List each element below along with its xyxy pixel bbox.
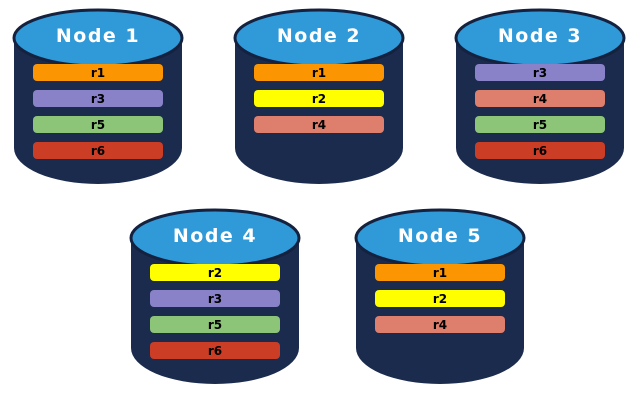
replica-label: r3 <box>207 291 223 306</box>
replica-bar[interactable]: r6 <box>475 142 605 159</box>
replica-label: r2 <box>311 91 327 106</box>
replica-bar[interactable]: r5 <box>150 316 280 333</box>
replica-label: r3 <box>532 65 548 80</box>
replica-label: r2 <box>207 265 223 280</box>
replica-bar[interactable]: r2 <box>254 90 384 107</box>
replica-label: r1 <box>432 265 448 280</box>
replica-bar[interactable]: r1 <box>33 64 163 81</box>
replica-label: r5 <box>207 317 223 332</box>
replica-label: r1 <box>311 65 327 80</box>
replica-bar[interactable]: r3 <box>33 90 163 107</box>
cylinder-top-ellipse <box>12 8 184 68</box>
replica-bar[interactable]: r5 <box>475 116 605 133</box>
replica-label: r6 <box>532 143 548 158</box>
replica-bar[interactable]: r4 <box>475 90 605 107</box>
replica-bar[interactable]: r3 <box>475 64 605 81</box>
replica-list: r1 r2 r4 <box>229 64 409 133</box>
replica-label: r2 <box>432 291 448 306</box>
replica-label: r6 <box>90 143 106 158</box>
replica-bar[interactable]: r4 <box>375 316 505 333</box>
replica-bar[interactable]: r3 <box>150 290 280 307</box>
replica-list: r2 r3 r5 r6 <box>125 264 305 359</box>
cylinder-top-ellipse <box>129 208 301 268</box>
replica-bar[interactable]: r6 <box>33 142 163 159</box>
replica-label: r4 <box>432 317 448 332</box>
replica-bar[interactable]: r2 <box>150 264 280 281</box>
cylinder-top-ellipse <box>354 208 526 268</box>
replica-label: r5 <box>90 117 106 132</box>
replica-bar[interactable]: r6 <box>150 342 280 359</box>
replica-list: r3 r4 r5 r6 <box>450 64 630 159</box>
replica-bar[interactable]: r1 <box>254 64 384 81</box>
replica-bar[interactable]: r2 <box>375 290 505 307</box>
replica-bar[interactable]: r4 <box>254 116 384 133</box>
replica-label: r4 <box>311 117 327 132</box>
cylinder-top-ellipse <box>233 8 405 68</box>
replica-list: r1 r2 r4 <box>350 264 530 333</box>
replica-label: r6 <box>207 343 223 358</box>
replica-label: r4 <box>532 91 548 106</box>
cylinder-top-ellipse <box>454 8 626 68</box>
replica-label: r3 <box>90 91 106 106</box>
replica-label: r5 <box>532 117 548 132</box>
replica-list: r1 r3 r5 r6 <box>8 64 188 159</box>
replica-bar[interactable]: r5 <box>33 116 163 133</box>
replica-bar[interactable]: r1 <box>375 264 505 281</box>
replica-label: r1 <box>90 65 106 80</box>
